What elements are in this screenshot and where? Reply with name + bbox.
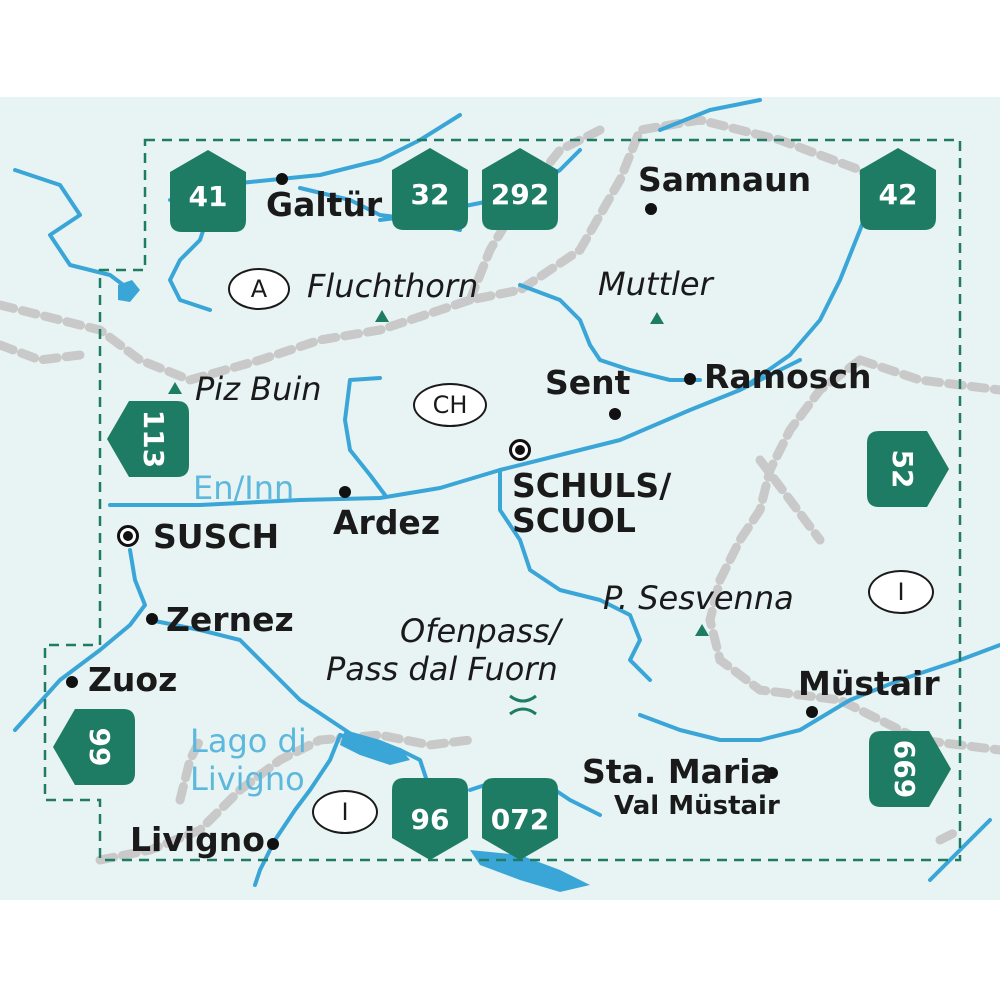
town-dot-samnaun [645,203,657,215]
sheet-badge-32[interactable]: 32 [392,148,468,230]
town-label-samnaun: Samnaun [638,160,812,199]
river-inn [108,188,877,507]
lake-label-2: Livigno [190,760,305,798]
sheet-number: 42 [878,178,918,211]
town-label-galtur: Galtür [266,185,383,224]
district-capital-icon [117,525,139,547]
district-capital-icon [509,439,531,461]
peak-triangle-icon [650,312,664,324]
town-dot-zuoz [66,676,78,688]
peak-label-fluchthorn: Fluchthorn [307,267,479,305]
town-label-val-mustair: Val Müstair [614,791,780,821]
town-label-schuls: SCHULS/ [512,466,672,505]
sheet-frame [43,138,962,862]
town-label-livigno: Livigno [130,820,265,859]
sheet-badge-41[interactable]: 41 [170,150,246,232]
pass-icon [509,694,537,716]
sheet-number: 669 [888,739,921,799]
peak-triangle-icon [695,624,709,636]
country-marker-switzerland: CH [413,383,487,427]
peak-triangle-icon [168,382,182,394]
peak-label-piz-buin: Piz Buin [195,370,322,408]
country-marker-italy-east: I [868,570,934,614]
sheet-number: 52 [886,449,919,489]
pass-label-fuorn: Pass dal Fuorn [326,650,558,688]
town-label-ardez: Ardez [333,503,441,542]
sheet-badge-42[interactable]: 42 [860,148,936,230]
sheet-badge-99[interactable]: 99 [53,709,135,785]
country-marker-italy-south: I [312,790,378,834]
town-dot-sta-maria [766,767,778,779]
rivers [13,98,1000,887]
country-marker-austria: A [228,268,290,310]
town-dot-mustair [806,706,818,718]
sheet-badge-113[interactable]: 113 [107,401,189,477]
sheet-number: 072 [490,803,550,836]
town-label-sent: Sent [545,363,631,402]
town-label-mustair: Müstair [798,664,940,703]
lake-livigno [340,730,410,765]
sheet-badge-52[interactable]: 52 [867,431,949,507]
sheet-badge-072[interactable]: 072 [482,778,558,860]
town-label-sta-maria: Sta. Maria [582,752,773,791]
town-label-zernez: Zernez [166,600,294,639]
peak-label-sesvenna: P. Sesvenna [603,579,794,617]
town-label-scuol: SCUOL [512,501,636,540]
town-label-susch: SUSCH [153,517,280,556]
town-dot-livigno [267,838,279,850]
sheet-number: 96 [410,803,450,836]
sheet-number: 99 [83,727,116,767]
sheet-number: 32 [410,178,450,211]
town-label-ramosch: Ramosch [704,357,872,396]
pass-label-ofenpass: Ofenpass/ [400,612,561,650]
sheet-number: 113 [137,409,170,469]
peak-triangle-icon [375,310,389,322]
town-dot-galtur [276,173,288,185]
town-dot-sent [609,408,621,420]
sheet-badge-292[interactable]: 292 [482,148,558,230]
river-label-inn: En/Inn [193,469,295,507]
lake-label-1: Lago di [190,722,307,760]
peak-label-muttler: Muttler [598,265,713,303]
sheet-number: 41 [188,180,228,213]
town-dot-zernez [146,613,158,625]
sheet-badge-96[interactable]: 96 [392,778,468,860]
town-label-zuoz: Zuoz [88,660,178,699]
sheet-badge-669[interactable]: 669 [869,731,951,807]
town-dot-ardez [339,486,351,498]
sheet-number: 292 [490,178,550,211]
town-dot-ramosch [684,373,696,385]
